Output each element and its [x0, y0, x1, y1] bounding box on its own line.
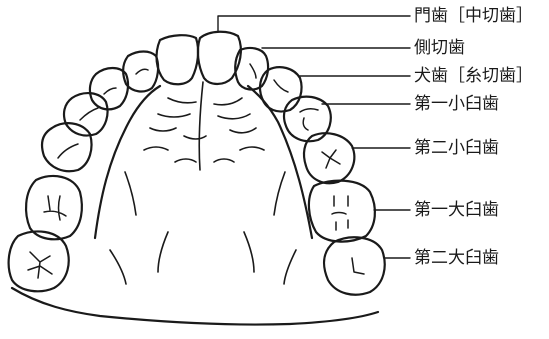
palate-inner-right	[248, 86, 312, 238]
label-canine: 犬歯［糸切歯］	[414, 66, 533, 86]
leader-central-incisor	[218, 16, 410, 32]
tooth-right-first-molar	[309, 181, 375, 242]
palate-outline	[12, 288, 378, 325]
tooth-left-second-premolar	[42, 123, 91, 171]
tooth-left-central-incisor	[157, 35, 199, 84]
label-central-incisor: 門歯［中切歯］	[414, 6, 533, 26]
label-first-molar: 第一大臼歯	[414, 200, 499, 220]
tooth-right-second-molar	[324, 237, 385, 294]
label-second-premolar: 第二小臼歯	[414, 138, 499, 158]
palatal-rugae	[110, 82, 296, 284]
label-lateral-incisor: 側切歯	[414, 38, 465, 58]
leader-lines	[218, 16, 410, 258]
tooth-right-canine	[260, 67, 302, 111]
tooth-left-first-molar	[26, 176, 82, 239]
label-second-molar: 第二大臼歯	[414, 248, 499, 268]
tooth-right-central-incisor	[198, 32, 241, 84]
label-first-premolar: 第一小臼歯	[414, 94, 499, 114]
